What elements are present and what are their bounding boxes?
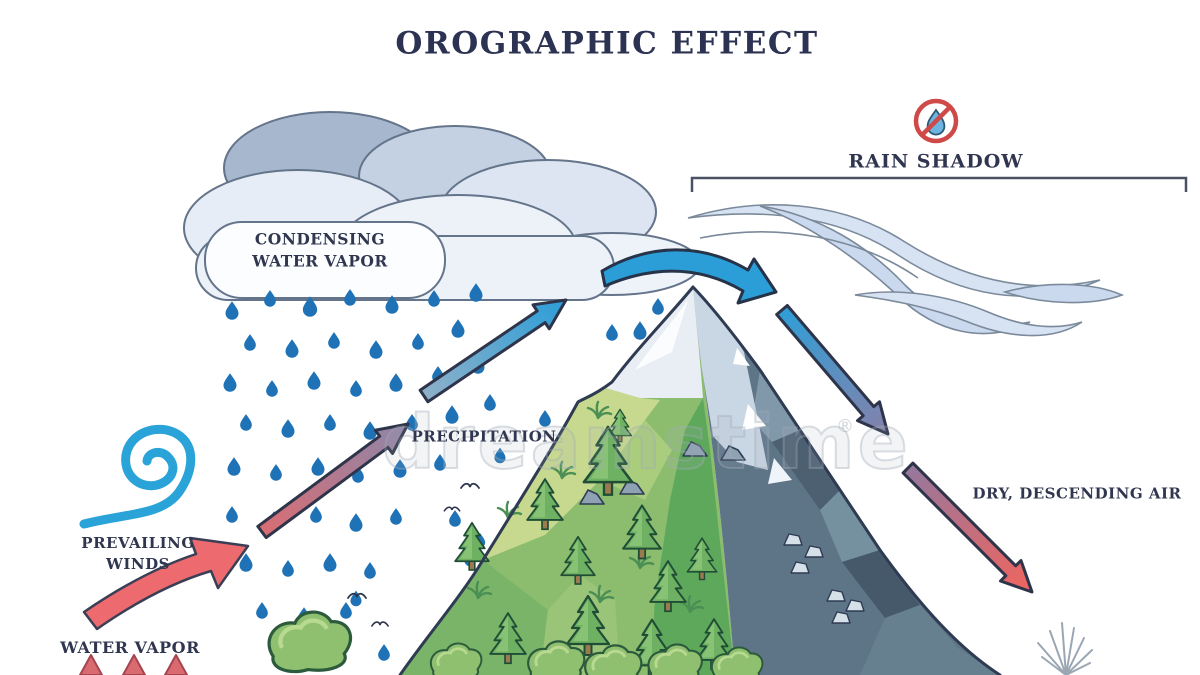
raindrop — [323, 553, 337, 572]
raindrop — [364, 562, 376, 579]
raindrop — [227, 457, 241, 476]
raindrop — [412, 333, 424, 350]
windward-upper-arrow — [418, 298, 568, 404]
mountain-outline — [398, 285, 1002, 675]
wind-spiral-icon — [79, 424, 196, 529]
raindrop — [484, 394, 496, 411]
prevailing-winds-label: PREVAILING WINDS — [81, 533, 194, 575]
raindrop — [223, 373, 237, 392]
summit-arc-arrow — [600, 248, 778, 305]
raindrop — [340, 602, 352, 619]
raindrop — [328, 332, 340, 349]
raindrop — [285, 339, 299, 358]
raindrop — [281, 419, 295, 438]
raindrop — [266, 380, 278, 397]
raindrop — [389, 373, 403, 392]
foreground-bush — [269, 612, 350, 672]
dry-descending-air-label: DRY, DESCENDING AIR — [972, 484, 1182, 503]
mountain — [398, 285, 1002, 675]
raindrop — [434, 454, 446, 471]
prevailing-line2: WINDS — [106, 555, 170, 573]
raindrop — [445, 405, 459, 424]
raindrop — [378, 644, 390, 661]
raindrop — [633, 321, 647, 340]
wind-streams — [687, 204, 1125, 337]
raindrop — [406, 414, 418, 431]
rain-shadow-label: RAIN SHADOW — [848, 150, 1024, 173]
raindrop — [282, 560, 294, 577]
leeward-upper-arrow — [775, 304, 890, 436]
raindrop — [539, 410, 551, 427]
condensing-line1: CONDENSING — [254, 229, 386, 249]
condensing-line2: WATER VAPOR — [252, 251, 388, 270]
raindrop — [264, 290, 276, 307]
raindrop — [226, 506, 238, 523]
vapor-arrowhead — [164, 654, 188, 675]
gradient-arrows — [256, 298, 1034, 594]
no-rain-icon — [913, 98, 959, 144]
windward-lower-arrow — [256, 422, 410, 540]
prevailing-line1: PREVAILING — [81, 534, 195, 552]
raindrop — [369, 340, 383, 359]
raindrop — [310, 506, 322, 523]
raindrop — [469, 283, 483, 302]
raindrop — [302, 296, 318, 317]
raindrop — [307, 371, 321, 390]
leeward-lower-arrow — [901, 461, 1034, 594]
dry-plant — [1037, 622, 1093, 675]
raindrop — [344, 289, 356, 306]
raindrop — [449, 510, 461, 527]
precipitation-label: PRECIPITATION — [411, 427, 557, 446]
raindrop — [350, 380, 362, 397]
raindrop — [225, 301, 239, 320]
watermark-registered-mark: ® — [836, 416, 854, 437]
raindrop — [244, 334, 256, 351]
raindrop — [270, 464, 282, 481]
prevailing-winds-arrow — [82, 536, 250, 631]
raindrop — [428, 290, 440, 307]
raindrop — [324, 414, 336, 431]
water-vapor-label: WATER VAPOR — [60, 637, 200, 657]
raindrop — [311, 457, 325, 476]
water-vapor-arrows — [79, 654, 188, 675]
raindrop — [240, 414, 252, 431]
diagram-title: OROGRAPHIC EFFECT — [395, 25, 819, 62]
raindrop — [349, 513, 363, 532]
rain-shadow-bracket — [690, 176, 1188, 192]
cloud — [183, 111, 701, 301]
raindrop — [652, 298, 664, 315]
raindrop — [393, 459, 407, 478]
condensing-water-vapor-label: CONDENSING WATER VAPOR — [252, 228, 388, 271]
raindrop — [494, 447, 506, 464]
raindrop — [451, 319, 465, 338]
raindrop — [385, 295, 399, 314]
raindrop — [606, 324, 618, 341]
raindrop — [239, 553, 253, 572]
vapor-arrowhead — [79, 654, 103, 675]
raindrop — [390, 508, 402, 525]
raindrop — [363, 421, 377, 440]
vapor-arrowhead — [122, 654, 146, 675]
raindrop — [256, 602, 268, 619]
